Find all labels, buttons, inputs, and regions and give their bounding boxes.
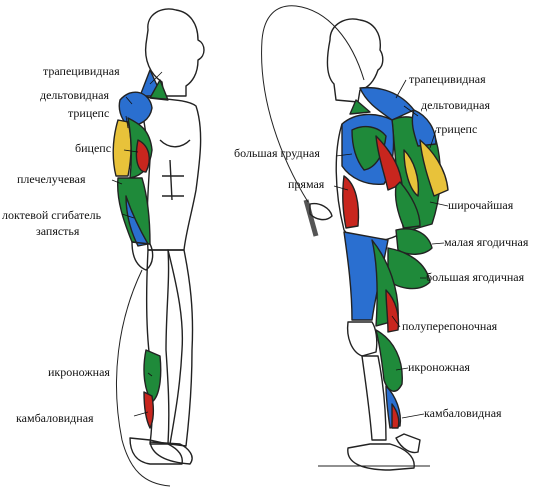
right-label-gluteus-maximus: большая ягодичная: [426, 270, 525, 284]
right-label-deltoid: дельтовидная: [421, 98, 490, 112]
right-calf-red: [391, 403, 400, 429]
left-label-gastrocnemius: икроножная: [48, 365, 110, 379]
left-leg-front: [167, 249, 194, 447]
left-label-trapezius: трапецивидная: [43, 64, 120, 78]
right-hand: [309, 202, 333, 221]
right-rope-handle: [303, 199, 319, 237]
right-gastrocnemius: [375, 329, 403, 392]
right-gluteus-maximus: [387, 247, 431, 290]
left-biceps: [135, 139, 150, 173]
right-shoe: [347, 443, 415, 471]
right-label-rectus: прямая: [288, 177, 325, 191]
left-hand: [131, 241, 154, 271]
right-label-gastrocnemius: икроножная: [408, 360, 470, 374]
pointer-lines: [111, 71, 449, 419]
left-label-soleus: камбаловидная: [16, 411, 94, 425]
right-neck-green: [349, 99, 371, 115]
left-shoe-back: [129, 437, 183, 465]
left-forearm-blue: [125, 195, 149, 247]
right-head: [326, 18, 384, 103]
right-shoe-back: [395, 433, 421, 454]
right-shin: [361, 355, 387, 441]
left-figure: [112, 8, 205, 487]
right-label-gluteus-minimus: малая ягодичная: [444, 235, 529, 249]
right-deltoid: [411, 109, 437, 147]
right-gluteus-minimus: [395, 228, 433, 255]
right-rectus: [341, 175, 360, 229]
right-label-pectoralis: большая грудная: [234, 146, 320, 160]
left-label-wrist-flexor-2: запястья: [36, 224, 80, 238]
right-label-soleus: камбаловидная: [424, 406, 502, 420]
left-label-triceps: трицепс: [68, 106, 110, 120]
left-triceps: [112, 119, 132, 177]
right-knee: [346, 321, 378, 357]
left-label-deltoid: дельтовидная: [40, 88, 109, 102]
right-label-triceps: трицепс: [436, 122, 478, 136]
left-head: [144, 8, 205, 97]
right-figure: [261, 5, 449, 471]
right-rope: [261, 5, 365, 203]
left-deltoid: [118, 91, 153, 127]
right-triceps: [419, 139, 449, 197]
left-label-wrist-flexor-1: локтевой сгибатель: [2, 208, 102, 222]
right-lat-yellow: [403, 149, 420, 197]
right-trapezius: [359, 86, 415, 121]
right-label-semimembranosus: полуперепоночная: [402, 319, 498, 333]
left-chest-line: [159, 139, 191, 148]
right-semimembranosus: [385, 289, 400, 333]
right-label-trapezius: трапецивидная: [409, 72, 486, 86]
left-soleus: [143, 391, 155, 429]
left-abs-line: [162, 159, 184, 201]
left-rope: [116, 269, 171, 487]
right-forearm: [394, 181, 421, 229]
left-label-brachioradialis: плечелучевая: [17, 172, 86, 186]
right-upper-arm: [375, 135, 403, 191]
right-label-latissimus: широчайшая: [448, 198, 514, 212]
left-label-biceps: бицепс: [75, 141, 112, 155]
left-shoe-front: [149, 441, 193, 465]
